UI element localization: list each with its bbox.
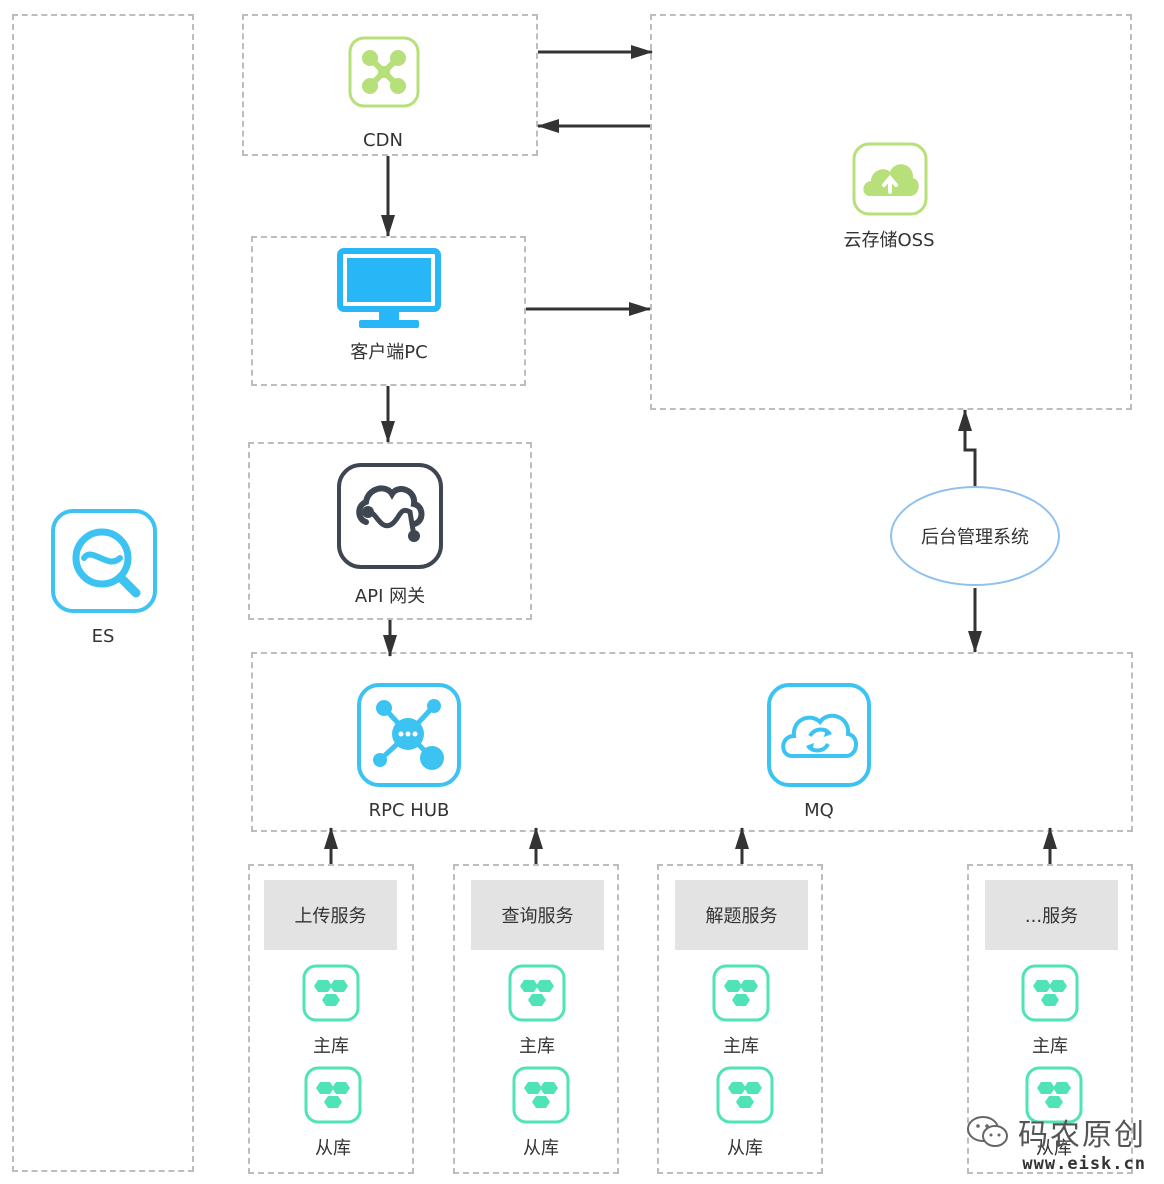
watermark: 码农原创 www.eisk.cn [966,1110,1146,1174]
oss-cloud-upload-icon [852,142,928,216]
admin-label: 后台管理系统 [921,527,1029,548]
gateway-label: API 网关 [354,586,426,607]
slave-db-label: 从库 [727,1138,763,1159]
service-header-upload: 上传服务 [264,880,397,950]
rpc-label: RPC HUB [368,800,450,821]
database-master-icon [302,964,360,1022]
service-name-upload: 上传服务 [294,906,367,927]
client-label: 客户端PC [350,342,428,363]
monitor-icon [337,248,441,328]
service-box-more [967,864,1133,1174]
cdn-box [242,14,538,156]
database-master-icon [712,964,770,1022]
oss-label: 云存储OSS [843,230,935,251]
rpc-mq-box [251,652,1133,832]
slave-db-label: 从库 [1036,1138,1072,1159]
slave-db-label: 从库 [315,1138,351,1159]
watermark-title: 码农原创 [1018,1118,1146,1153]
master-db-label: 主库 [313,1036,349,1057]
admin-system-node: 后台管理系统 [890,486,1060,586]
database-slave-icon [1025,1066,1083,1124]
master-db-label: 主库 [519,1036,555,1057]
wechat-icon [967,1116,1008,1147]
es-search-icon [51,509,157,613]
database-master-icon [1021,964,1079,1022]
rpc-hub-icon [357,683,461,787]
master-db-label: 主库 [723,1036,759,1057]
watermark-title-row: 码农原创 [966,1110,1146,1154]
slave-db-label: 从库 [523,1138,559,1159]
gateway-box [248,442,532,620]
api-gateway-icon [337,463,443,569]
mq-label: MQ [804,800,834,821]
master-db-label: 主库 [1032,1036,1068,1057]
mq-cloud-sync-icon [767,683,871,787]
database-slave-icon [512,1066,570,1124]
es-label: ES [91,626,115,647]
service-name-solve: 解题服务 [705,906,778,927]
service-header-solve: 解题服务 [675,880,808,950]
service-name-query: 查询服务 [501,906,574,927]
watermark-url: www.eisk.cn [1022,1154,1146,1174]
es-panel [12,14,194,1172]
database-slave-icon [716,1066,774,1124]
service-box-solve [657,864,823,1174]
oss-box [650,14,1132,410]
arrow-admin-to-oss [958,409,977,486]
cdn-network-icon [348,36,420,108]
service-name-more: ...服务 [1024,906,1079,927]
database-master-icon [508,964,566,1022]
service-header-query: 查询服务 [471,880,604,950]
database-slave-icon [304,1066,362,1124]
service-header-more: ...服务 [985,880,1118,950]
client-box [251,236,526,386]
service-box-upload [248,864,414,1174]
service-box-query [453,864,619,1174]
cdn-label: CDN [363,130,403,151]
